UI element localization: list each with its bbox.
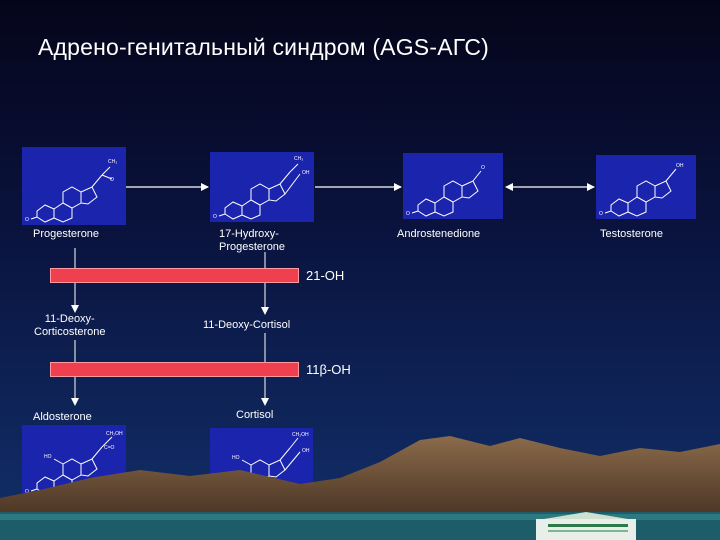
label-11-deoxycorticosterone: 11-Deoxy- Corticosterone xyxy=(34,313,106,339)
block-bar-11b-oh xyxy=(50,362,299,377)
building-logo xyxy=(536,512,636,540)
label-testosterone: Testosterone xyxy=(600,228,663,240)
svg-text:OH: OH xyxy=(302,448,310,454)
svg-text:OH: OH xyxy=(302,170,310,176)
label-17oh-line1: 17-Hydroxy- xyxy=(219,228,279,240)
svg-text:CH₂OH: CH₂OH xyxy=(292,432,309,438)
svg-text:O: O xyxy=(25,217,29,223)
enzyme-11b-oh: 11β-OH xyxy=(306,362,351,377)
svg-text:O: O xyxy=(213,214,217,220)
label-17-hydroxyprogesterone: 17-Hydroxy- Progesterone xyxy=(219,228,285,254)
label-17oh-line2: Progesterone xyxy=(219,241,286,253)
svg-text:HO: HO xyxy=(232,455,240,461)
label-aldosterone: Aldosterone xyxy=(33,411,92,423)
block-bar-21-oh xyxy=(50,268,299,283)
svg-text:OH: OH xyxy=(676,163,684,169)
progesterone-structure: CH₃ O O xyxy=(22,147,126,225)
label-androstenedione: Androstenedione xyxy=(397,228,481,240)
svg-text:C=O: C=O xyxy=(104,445,115,451)
enzyme-21-oh: 21-OH xyxy=(306,268,345,283)
svg-text:O: O xyxy=(25,489,29,495)
testosterone-structure: OH O xyxy=(596,155,696,219)
svg-text:O: O xyxy=(481,165,485,171)
label-cortisol: Cortisol xyxy=(236,409,274,421)
label-progesterone: Progesterone xyxy=(33,228,100,240)
svg-text:HO: HO xyxy=(44,454,52,460)
label-doc-line2: Corticosterone xyxy=(34,326,106,338)
label-doc-line1: 11-Deoxy- xyxy=(44,313,95,325)
svg-text:O: O xyxy=(406,211,410,217)
slide-title: Адрено-генитальный синдром (AGS-АГС) xyxy=(38,34,490,60)
svg-text:O: O xyxy=(110,177,114,183)
svg-text:CH₂OH: CH₂OH xyxy=(106,431,123,437)
svg-text:O: O xyxy=(599,211,603,217)
label-11-deoxycortisol: 11-Deoxy-Cortisol xyxy=(203,319,291,331)
hydroxyprogesterone-structure: CH₃ OH O xyxy=(210,152,314,222)
svg-text:CH₃: CH₃ xyxy=(294,156,303,162)
svg-text:CH₃: CH₃ xyxy=(108,159,117,165)
